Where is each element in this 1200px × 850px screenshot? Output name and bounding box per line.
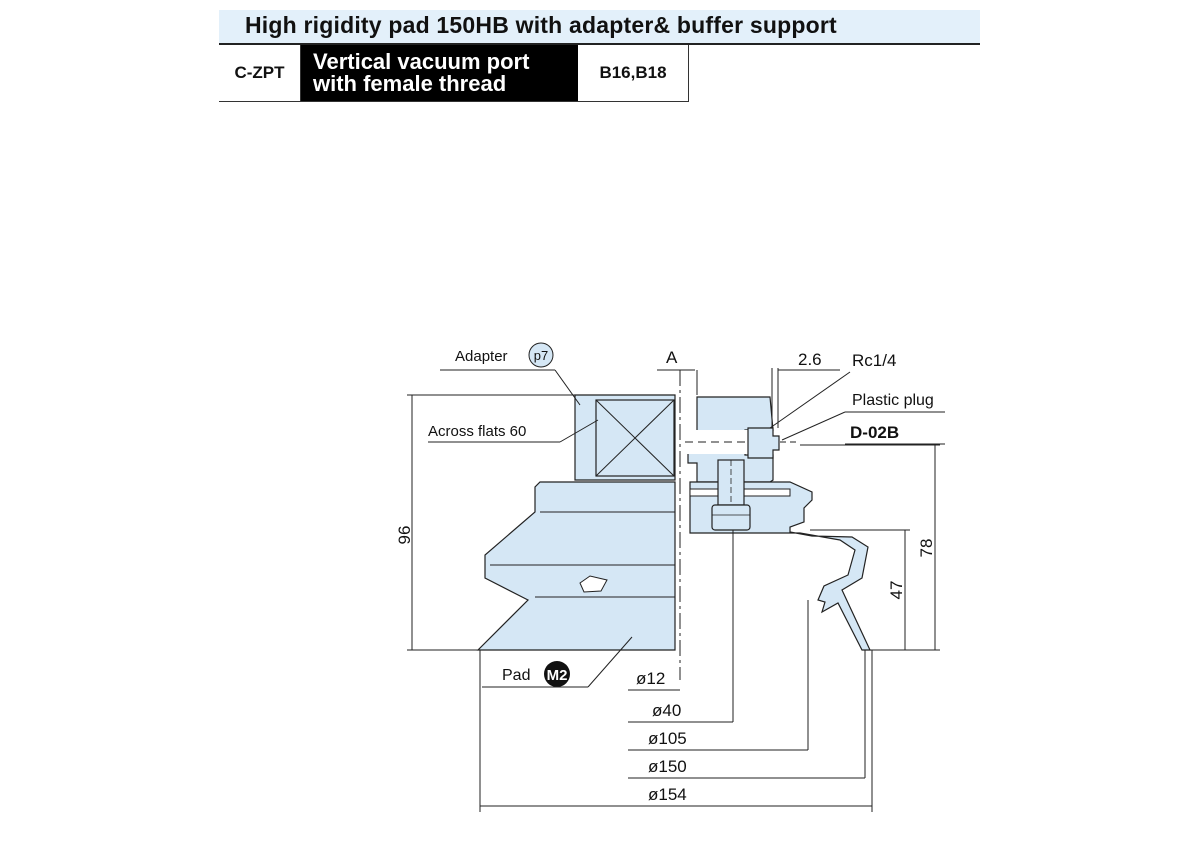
description-line-1: Vertical vacuum port [313, 49, 530, 74]
adapter-leader [554, 369, 581, 406]
model-code: C-ZPT [219, 45, 301, 101]
height-96-label: 96 [395, 526, 414, 545]
pad-label: Pad [502, 667, 530, 684]
pad-ref-text: M2 [547, 667, 568, 684]
size-codes: B16,B18 [578, 45, 689, 101]
plastic-plug [747, 427, 780, 459]
pad-vent-slot [579, 575, 608, 593]
plug-leader [781, 411, 846, 441]
port-offset-label: 2.6 [798, 350, 822, 369]
adapter-cross-2 [595, 399, 675, 477]
diameter-40-label: ø40 [652, 701, 681, 720]
height-47-label: 47 [887, 581, 906, 600]
adapter-flat-square [595, 399, 675, 477]
adapter-label: Adapter [455, 348, 508, 365]
across-flats-leader [559, 419, 599, 443]
diameter-150-label: ø150 [648, 757, 687, 776]
title-bar: High rigidity pad 150HB with adapter& bu… [219, 10, 980, 45]
height-78-label: 78 [917, 539, 936, 558]
pad-body-left [476, 481, 676, 651]
bolt-head [711, 504, 751, 531]
pad-leader [587, 636, 633, 688]
plug-model-label: D-02B [850, 423, 899, 442]
diameter-154-label: ø154 [648, 785, 687, 804]
diameter-12-label: ø12 [636, 669, 665, 688]
adapter-ref-text: p7 [534, 348, 548, 363]
across-flats-label: Across flats 60 [428, 423, 526, 440]
spec-row: C-ZPT Vertical vacuum port with female t… [219, 45, 689, 102]
plastic-plug-label: Plastic plug [852, 392, 934, 409]
page-title: High rigidity pad 150HB with adapter& bu… [245, 12, 837, 38]
adapter-block [574, 394, 676, 481]
port-thread-label: Rc1/4 [852, 351, 896, 370]
section-a-label: A [666, 348, 678, 367]
description-line-2: with female thread [313, 71, 507, 96]
pad-ref-badge [544, 661, 570, 687]
port-thread-leader [769, 371, 851, 429]
adapter-ref-badge [528, 342, 554, 368]
port-description: Vertical vacuum port with female thread [301, 45, 578, 101]
diameter-105-label: ø105 [648, 729, 687, 748]
